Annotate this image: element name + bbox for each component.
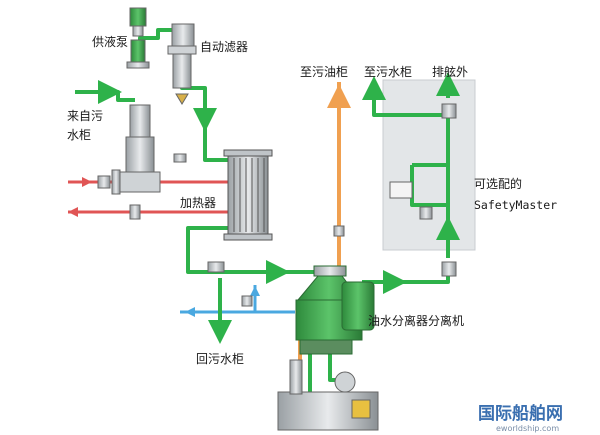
label-optional-2: SafetyMaster — [474, 198, 557, 212]
watermark-main: 国际船舶网 — [478, 403, 563, 424]
label-feed-pump: 供液泵 — [92, 34, 128, 49]
heating-out-arrow — [68, 207, 78, 217]
red-line-fittings — [97, 169, 141, 220]
separator — [295, 265, 375, 355]
label-return-sludge-tank: 回污水柜 — [196, 352, 244, 366]
sludge-tank — [277, 359, 379, 431]
label-auto-filter: 自动滤器 — [200, 40, 248, 54]
label-overboard: 排舷外 — [432, 64, 468, 79]
feed-pump — [126, 7, 150, 69]
label-optional-1: 可选配的 — [474, 176, 522, 191]
heating-in-arrow — [82, 177, 92, 187]
label-to-sludge-water-tank: 至污水柜 — [364, 65, 412, 79]
label-from-sludge-tank-2: 水柜 — [67, 128, 91, 142]
clean-water-lines — [180, 285, 295, 335]
label-heater: 加热器 — [180, 196, 216, 210]
label-separator: 油水分离器分离机 — [368, 313, 464, 328]
clean-arrow-2 — [250, 286, 260, 296]
watermark-url: eworldship.com — [496, 424, 559, 433]
clean-arrow-1 — [185, 307, 195, 317]
gauges — [173, 103, 457, 307]
flow-arrows — [98, 72, 460, 344]
label-from-sludge-tank-1: 来自污 — [67, 109, 103, 123]
heater — [223, 149, 273, 241]
inlet-pump — [119, 104, 161, 193]
label-to-sludge-oil-tank: 至污油柜 — [300, 65, 348, 79]
auto-filter — [167, 23, 197, 105]
